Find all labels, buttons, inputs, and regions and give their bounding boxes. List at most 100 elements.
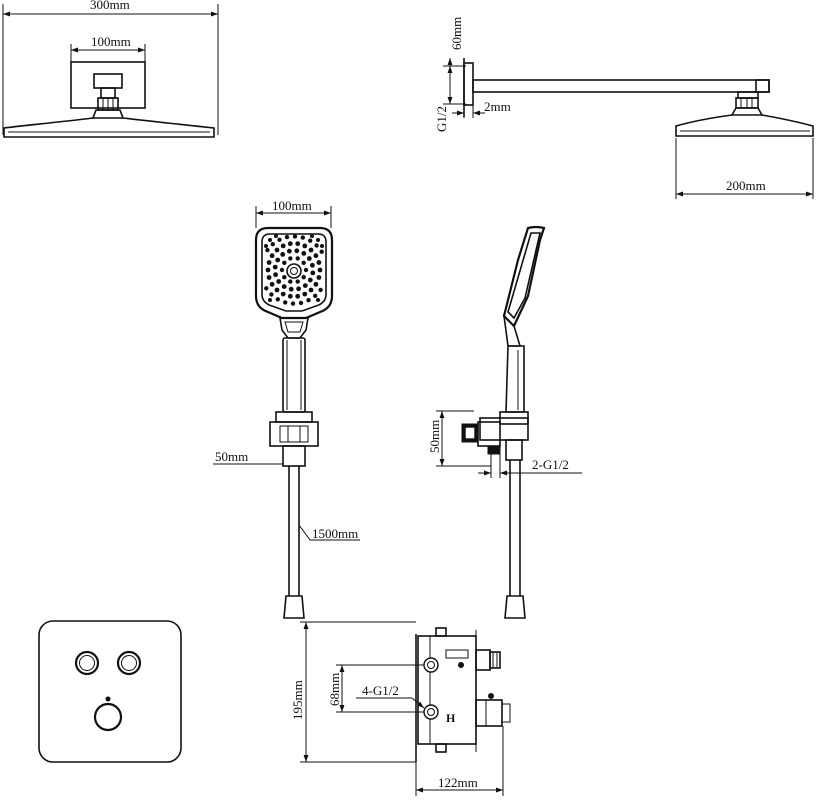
dim-valve-depth: 122mm — [438, 775, 478, 790]
spray-nozzle-dot — [280, 252, 286, 257]
valve-box — [417, 635, 477, 745]
spray-nozzle-dot — [279, 267, 285, 273]
spray-nozzle-dot — [268, 238, 272, 242]
head-cap — [91, 109, 125, 119]
spray-nozzle-dot — [313, 281, 319, 287]
dim-elbow-thread: 2-G1/2 — [532, 457, 569, 472]
spray-nozzle-dot — [268, 298, 272, 302]
spray-nozzle-dot — [320, 244, 324, 248]
spray-nozzle-dot — [264, 286, 269, 291]
spray-nozzle-dot — [288, 286, 294, 292]
spray-nozzle-dot — [302, 283, 308, 288]
spray-nozzle-dot — [314, 243, 319, 248]
shower-head-front-view: 300mm 100mm — [2, 0, 219, 138]
spray-nozzle-dot — [316, 238, 320, 242]
spray-nozzle-dot — [273, 272, 278, 278]
arm-neck — [100, 87, 116, 99]
dim-port-spacing: 68mm — [327, 673, 342, 706]
side-handle — [505, 345, 525, 413]
dim-valve-threads: 4-G1/2 — [362, 683, 399, 698]
spray-nozzle-dot — [313, 293, 318, 298]
spray-nozzle-dot — [301, 260, 306, 265]
push-button-1 — [74, 650, 100, 676]
holder-neck — [282, 445, 306, 467]
spray-nozzle-dot — [308, 287, 314, 293]
spray-nozzle-dot — [295, 241, 301, 247]
valve-body-side-view: H 195mm 68mm 4-G1/2 122mm — [290, 621, 511, 796]
dim-valve-height: 195mm — [290, 680, 305, 720]
spray-nozzle-dot — [295, 293, 301, 299]
spray-nozzle-dot — [290, 301, 296, 306]
spray-nozzle-dot — [310, 270, 316, 276]
spray-nozzle-dot — [272, 264, 278, 270]
spray-nozzle-dot — [287, 248, 292, 254]
spray-nozzle-dot — [296, 286, 301, 292]
holder-top — [275, 411, 313, 423]
spray-nozzle-dot — [275, 257, 281, 263]
spray-nozzle-dot — [308, 238, 313, 243]
valve-tab-top — [435, 627, 447, 637]
shower-arm-side-view: 60mm G1/2 2mm 200mm — [434, 17, 814, 199]
dim-elbow-height: 50mm — [427, 420, 442, 453]
spray-nozzle-dot — [264, 244, 268, 248]
spray-nozzle-dot — [295, 256, 300, 261]
spray-nozzle-dot — [308, 247, 314, 253]
spray-nozzle-dot — [288, 256, 293, 261]
spray-nozzle-dot — [274, 247, 280, 253]
hand-shower-front-view: 100mm 50mm 1500mm — [213, 198, 360, 619]
spray-nozzle-dot — [280, 291, 286, 297]
side-holder-body — [479, 417, 529, 441]
dim-arm-drop: 60mm — [449, 17, 464, 50]
dim-1500-leader — [298, 524, 311, 541]
spray-nozzle-dot — [310, 234, 314, 238]
spray-nozzle-dot — [319, 249, 324, 254]
spray-center-ring — [286, 263, 302, 279]
spray-nozzle-dot — [269, 253, 275, 259]
dim-shower-head-width: 300mm — [90, 0, 130, 12]
control-plate — [38, 620, 182, 763]
cartridge-top — [475, 649, 491, 671]
hand-neck — [279, 317, 309, 339]
side-holder-neck — [505, 439, 523, 461]
spray-nozzle-dot — [303, 267, 309, 273]
side-head-face — [507, 232, 542, 320]
spray-nozzle-dot — [283, 300, 288, 305]
arm-bar — [472, 79, 770, 93]
spray-nozzle-dot — [318, 287, 323, 293]
spray-nozzle-dot — [292, 234, 298, 239]
spray-nozzle-dot — [269, 281, 275, 287]
spray-nozzles — [264, 234, 324, 306]
arm-flange — [463, 62, 474, 106]
spray-nozzle-dot — [288, 279, 293, 284]
spray-nozzle-dot — [266, 275, 272, 280]
spray-nozzle-dot — [294, 248, 300, 254]
spray-nozzle-dot — [287, 241, 293, 247]
push-button-2 — [116, 650, 142, 676]
spray-nozzle-dot — [277, 237, 282, 242]
spray-nozzle-dot — [265, 247, 270, 253]
spray-nozzle-dot — [300, 235, 305, 240]
spray-nozzle-dot — [295, 279, 300, 284]
spray-nozzle-dot — [313, 253, 319, 259]
spray-nozzle-dot — [301, 251, 307, 256]
spray-nozzle-dot — [316, 275, 322, 280]
spray-nozzle-dot — [306, 256, 312, 261]
spray-nozzle-dot — [301, 275, 306, 280]
spray-nozzle-dot — [310, 262, 315, 268]
spray-nozzle-dot — [302, 243, 308, 249]
wall-elbow — [477, 421, 501, 447]
spray-nozzle-dot — [275, 297, 280, 302]
spray-nozzle-dot — [270, 242, 275, 247]
spray-nozzle-dot — [276, 279, 282, 284]
valve-tab-bottom — [435, 743, 447, 753]
spray-nozzle-dot — [274, 234, 278, 238]
dim-arm-length: 200mm — [726, 178, 766, 193]
spray-nozzle-dot — [266, 260, 272, 265]
hand-handle — [282, 337, 306, 413]
spray-nozzle-dot — [307, 277, 313, 283]
side-hose-end-cap — [504, 595, 526, 619]
thermostat-knob — [93, 702, 123, 732]
head-side — [675, 114, 814, 137]
spray-nozzle-dot — [298, 300, 304, 306]
